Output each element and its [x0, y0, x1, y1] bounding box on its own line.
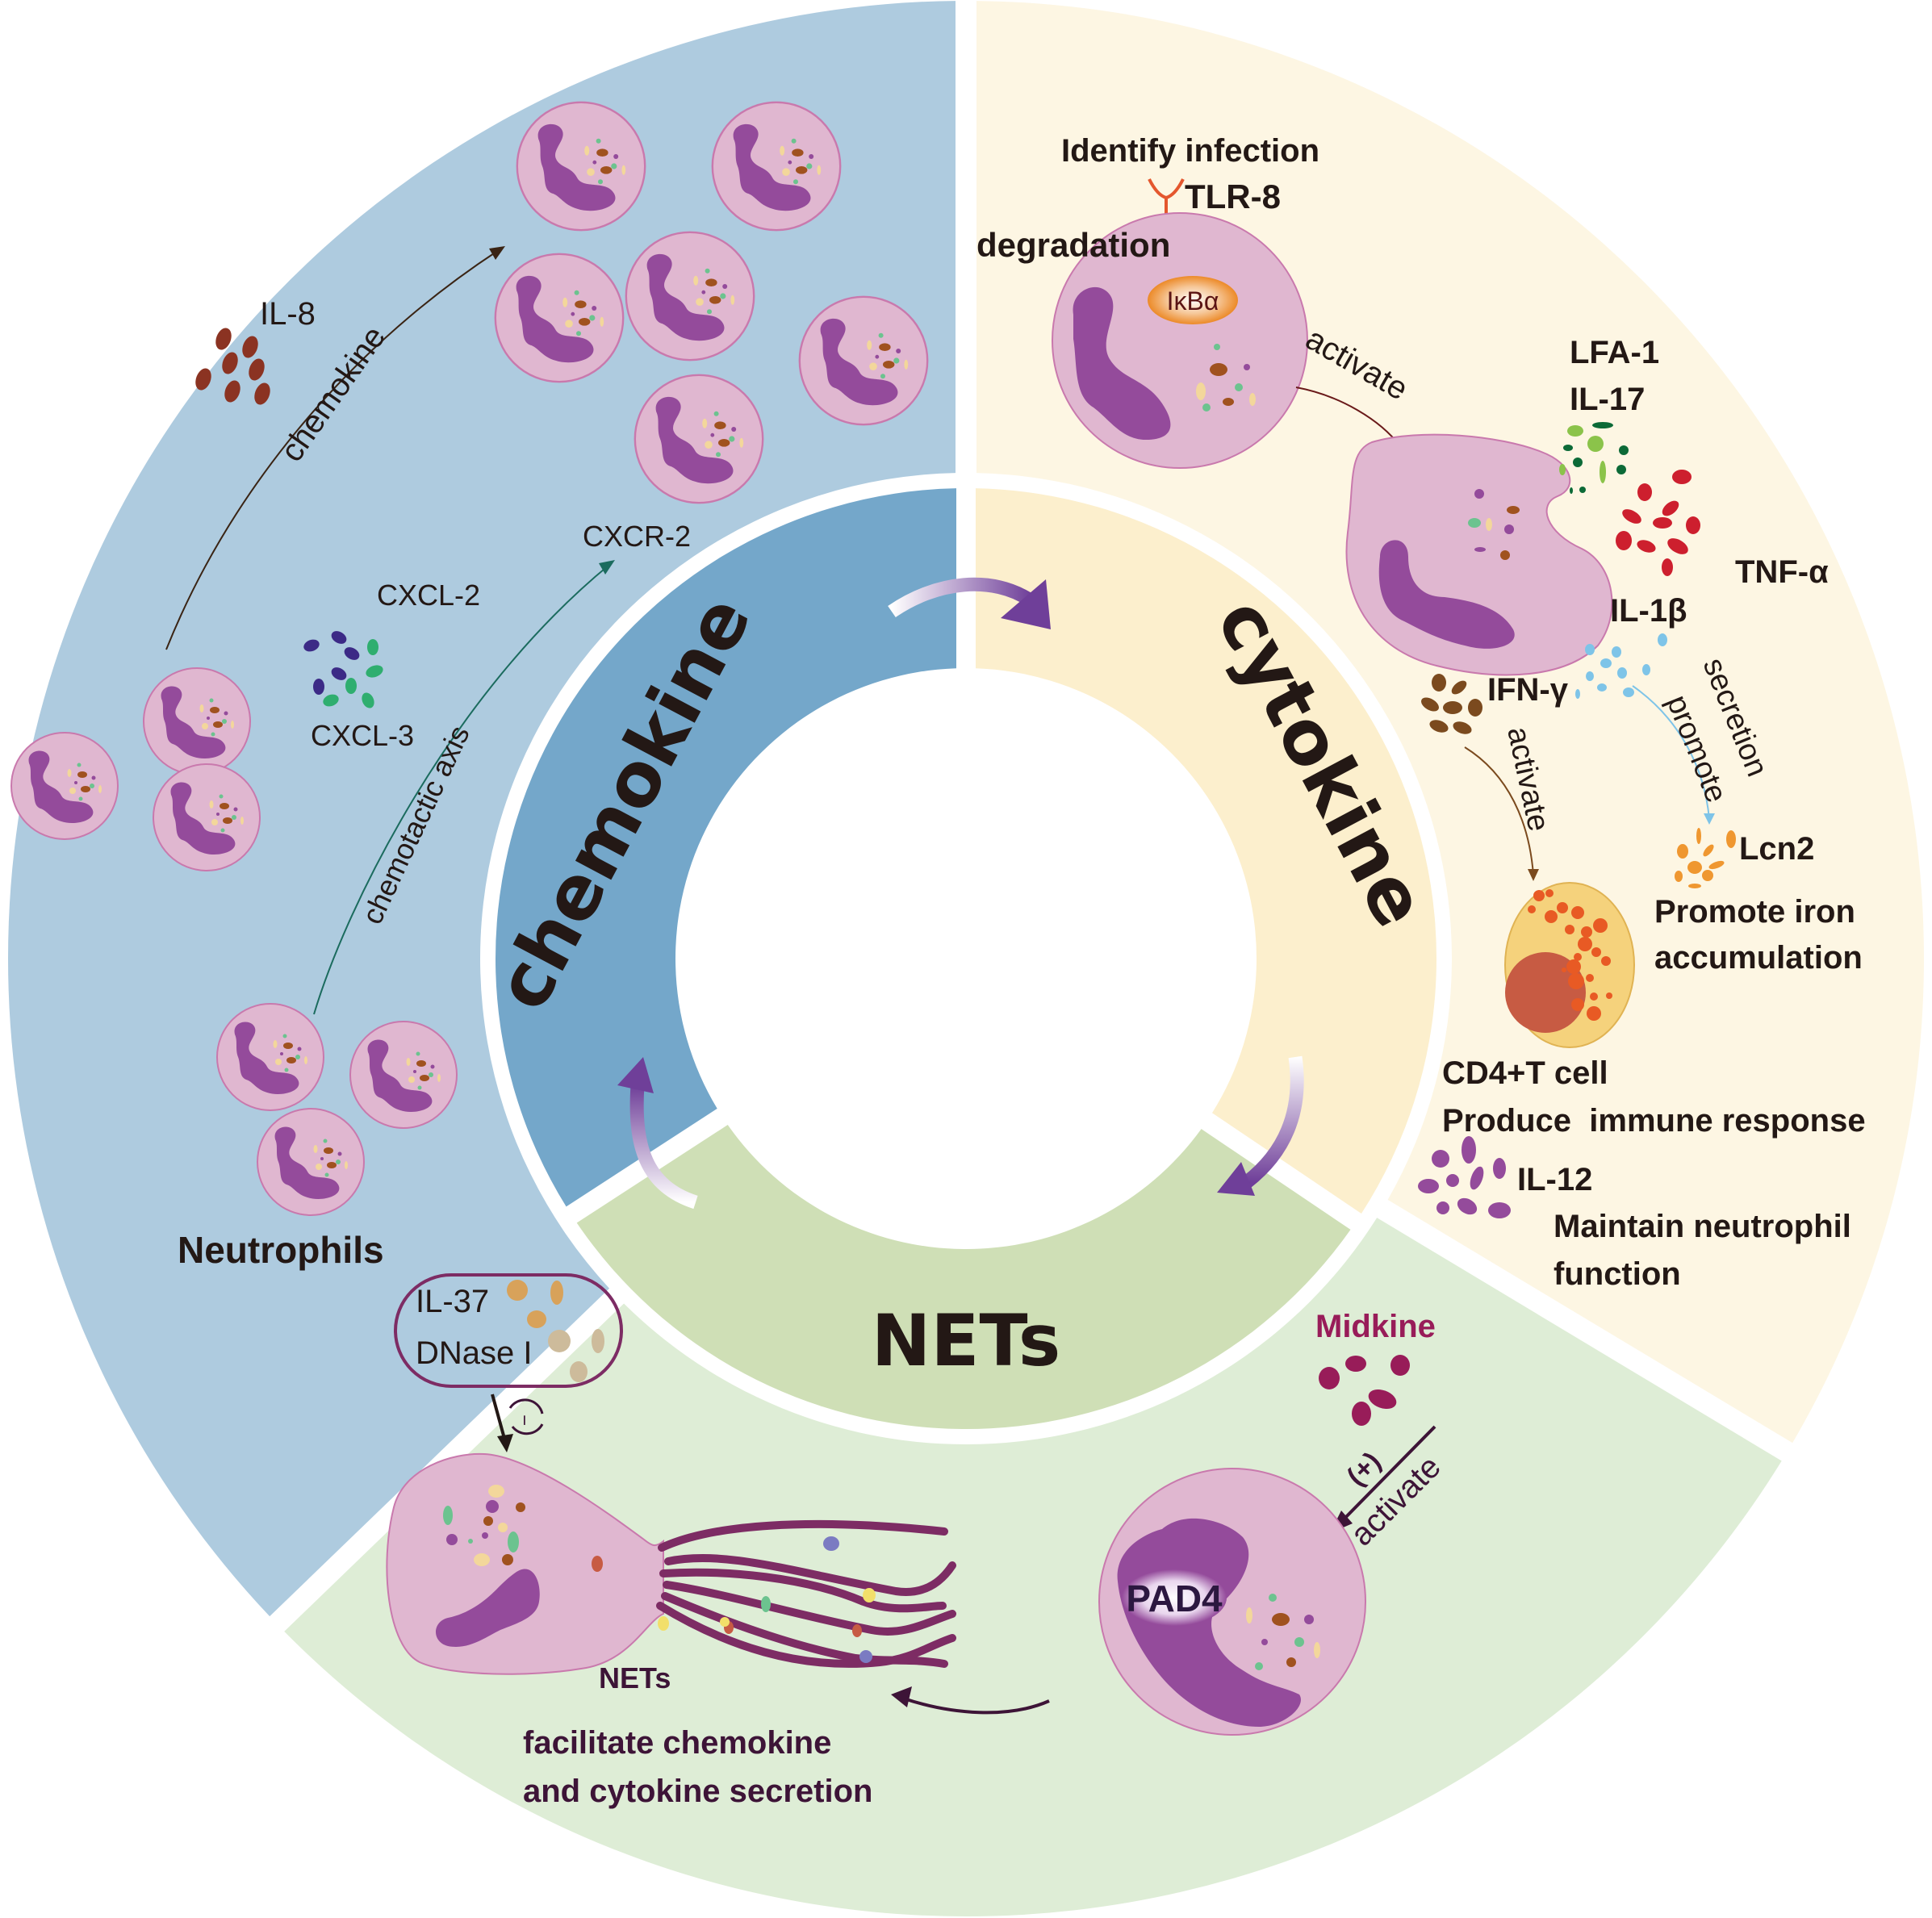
il17-molecules	[1559, 422, 1629, 494]
facilitate-label-2: and cytokine secretion	[523, 1774, 872, 1809]
mid-sector-cytokine	[975, 488, 1436, 1214]
facilitate-label-1: facilitate chemokine	[523, 1725, 831, 1761]
il12-label: IL-12	[1517, 1162, 1592, 1197]
neutrophil-cell	[216, 1003, 324, 1111]
iron-label-2: accumulation	[1654, 940, 1863, 976]
ikba-badge: IκBα	[1148, 276, 1238, 324]
outer-ring	[8, 1, 1925, 1917]
cxcr2-label: CXCR-2	[583, 520, 691, 553]
cycle-arrow-cytokine-to-nets	[1217, 1055, 1304, 1196]
chemotactic-axis-arrow	[313, 564, 610, 1015]
il8-molecules	[195, 328, 270, 405]
cxcl3-label: CXCL-3	[311, 719, 414, 752]
il37-label: IL-37	[416, 1284, 489, 1319]
neutrophil-cell	[257, 1108, 365, 1216]
identify-infection-label: Identify infection	[1061, 133, 1319, 169]
netosis-cell	[386, 1452, 664, 1675]
maintain-label-1: Maintain neutrophil	[1554, 1209, 1851, 1244]
il1b-molecules	[1575, 633, 1667, 699]
neutrophil-cell	[143, 667, 251, 775]
tlr8-label: TLR-8	[1185, 178, 1281, 215]
activated-cell	[1345, 433, 1613, 676]
activate-arrow-2	[1464, 746, 1534, 875]
outer-sector-nets	[284, 1218, 1782, 1917]
il1b-label: IL-1β	[1610, 593, 1687, 629]
ikba-label: IκBα	[1167, 286, 1219, 315]
cycle-arrow-chemokine-to-cytokine	[888, 577, 1051, 629]
pad4-neutrophil: PAD4	[1098, 1468, 1366, 1736]
activate-arrow-midkine	[1338, 1425, 1436, 1525]
il17-label: IL-17	[1570, 382, 1645, 417]
neutrophil-cell	[10, 732, 119, 840]
ring-label-nets: NETs	[872, 1299, 1060, 1382]
il12-molecules	[1418, 1136, 1511, 1218]
neutrophil-cell	[153, 763, 261, 871]
il8-label: IL-8	[260, 296, 316, 332]
lcn2-label: Lcn2	[1739, 831, 1814, 867]
neutrophil-cell	[625, 231, 755, 361]
net-fibers	[656, 1520, 956, 1668]
neutrophil-cell	[494, 253, 625, 383]
minus-sign-icon: −	[508, 1398, 544, 1435]
neutrophil-cell	[349, 1021, 458, 1129]
neutrophil-cell	[516, 101, 646, 232]
tnfa-molecules	[1616, 470, 1700, 576]
chemokine-arrow	[165, 249, 500, 650]
pad4-to-nets-arrow	[903, 1697, 1050, 1715]
cd4-t-cell	[1504, 882, 1635, 1048]
tnfa-label: TNF-α	[1735, 554, 1829, 590]
iron-label-1: Promote iron	[1654, 894, 1855, 930]
midkine-label: Midkine	[1315, 1309, 1436, 1344]
nets-caption-title: NETs	[599, 1661, 671, 1694]
mid-ring	[496, 488, 1436, 1429]
activated-neutrophil	[1052, 212, 1308, 469]
net-particles	[592, 1536, 876, 1663]
cxcl2-label: CXCL-2	[377, 579, 480, 612]
cycle-arrow-nets-to-chemokine	[617, 1057, 698, 1210]
tlr8-receptor-icon	[1148, 178, 1185, 215]
dnase-label: DNase I	[416, 1335, 533, 1371]
secretion-arrow	[1632, 685, 1710, 820]
mid-sector-nets	[576, 1125, 1351, 1429]
lcn2-molecules	[1675, 828, 1736, 888]
lfa1-label: LFA-1	[1570, 335, 1659, 370]
ifng-molecules	[1421, 674, 1482, 734]
pad4-label: PAD4	[1126, 1577, 1223, 1619]
degradation-label: degradation	[976, 226, 1170, 264]
inhibitor-capsule: IL-37 DNase I	[394, 1273, 623, 1388]
neutrophil-cell	[798, 295, 929, 426]
ifng-label: IFN-γ	[1487, 672, 1569, 708]
immune-response-label: Produce immune response	[1442, 1103, 1866, 1139]
midkine-molecules	[1319, 1355, 1410, 1426]
neutrophils-label: Neutrophils	[178, 1229, 384, 1271]
neutrophil-cell	[711, 101, 842, 232]
nets-panel: IL-37 DNase I −	[386, 1273, 1448, 1809]
mid-sector-chemokine	[496, 488, 957, 1207]
cxcl-molecules	[303, 631, 383, 708]
cd4-label: CD4+T cell	[1442, 1055, 1608, 1091]
cytokine-panel: Identify infection TLR-8 degradation IκB…	[976, 133, 1866, 1292]
maintain-label-2: function	[1554, 1256, 1681, 1292]
svg-text:−: −	[513, 1414, 535, 1426]
neutrophil-cell	[634, 374, 764, 504]
